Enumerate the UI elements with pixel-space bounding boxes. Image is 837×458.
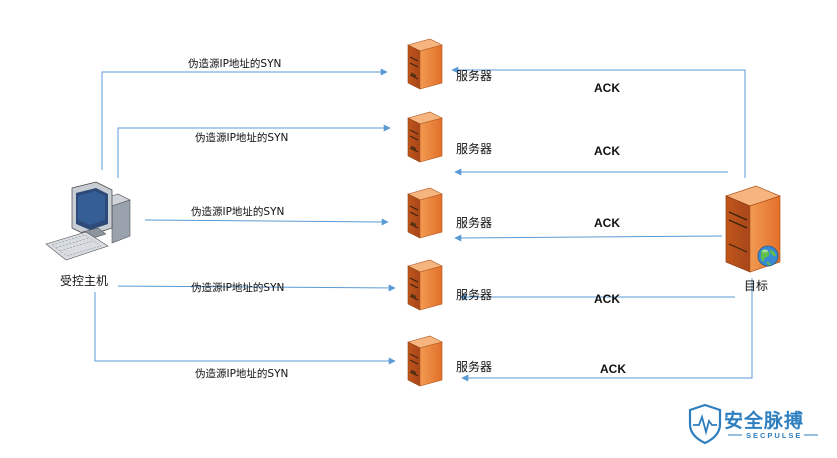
server-label: 服务器 <box>456 215 492 230</box>
target-label: 目标 <box>744 279 768 293</box>
ack-arrow-5 <box>461 278 753 382</box>
server-label: 服务器 <box>456 68 492 83</box>
server-1: 服务器 <box>407 38 492 90</box>
syn-label-3: 伪造源IP地址的SYN <box>191 205 284 218</box>
syn-arrow-3 <box>144 218 389 226</box>
server-label: 服务器 <box>456 141 492 156</box>
ack-label-3: ACK <box>594 216 620 230</box>
syn-arrow-2 <box>117 124 391 178</box>
server-label: 服务器 <box>456 359 492 374</box>
server-tower-icon <box>407 335 443 387</box>
server-tower-icon <box>407 38 443 90</box>
server-tower-icon <box>407 259 443 311</box>
syn-label-4: 伪造源IP地址的SYN <box>191 281 284 294</box>
ack-arrow-1 <box>451 66 746 178</box>
syn-label-5: 伪造源IP地址的SYN <box>195 367 288 380</box>
server-label: 服务器 <box>456 287 492 302</box>
syn-arrow-5 <box>94 292 396 365</box>
attacker-host: 受控主机 <box>45 181 131 288</box>
logo-title: 安全脉搏 <box>724 409 804 432</box>
shield-pulse-icon <box>688 403 722 445</box>
server-4: 服务器 <box>407 259 492 311</box>
logo-subtitle: SECPULSE <box>746 431 802 440</box>
server-5: 服务器 <box>407 335 492 387</box>
syn-arrow-4 <box>117 284 396 292</box>
desktop-computer-icon <box>45 181 131 261</box>
syn-arrows <box>94 68 396 365</box>
ack-arrow-3 <box>454 234 723 242</box>
server-2: 服务器 <box>407 111 492 163</box>
server-tower-icon <box>407 111 443 163</box>
syn-label-2: 伪造源IP地址的SYN <box>195 131 288 144</box>
secpulse-logo: 安全脉搏 SECPULSE <box>688 403 818 445</box>
ack-label-5: ACK <box>600 362 626 376</box>
server-tower-icon <box>407 187 443 239</box>
server-3: 服务器 <box>407 187 492 239</box>
server-with-globe-icon <box>725 185 781 273</box>
ack-label-4: ACK <box>594 292 620 306</box>
ack-label-2: ACK <box>594 144 620 158</box>
ack-arrows <box>451 66 753 382</box>
target-host: 目标 <box>725 185 781 293</box>
syn-arrow-1 <box>101 68 388 170</box>
ack-label-1: ACK <box>594 81 620 95</box>
syn-label-1: 伪造源IP地址的SYN <box>188 57 281 70</box>
attacker-label: 受控主机 <box>60 274 108 288</box>
